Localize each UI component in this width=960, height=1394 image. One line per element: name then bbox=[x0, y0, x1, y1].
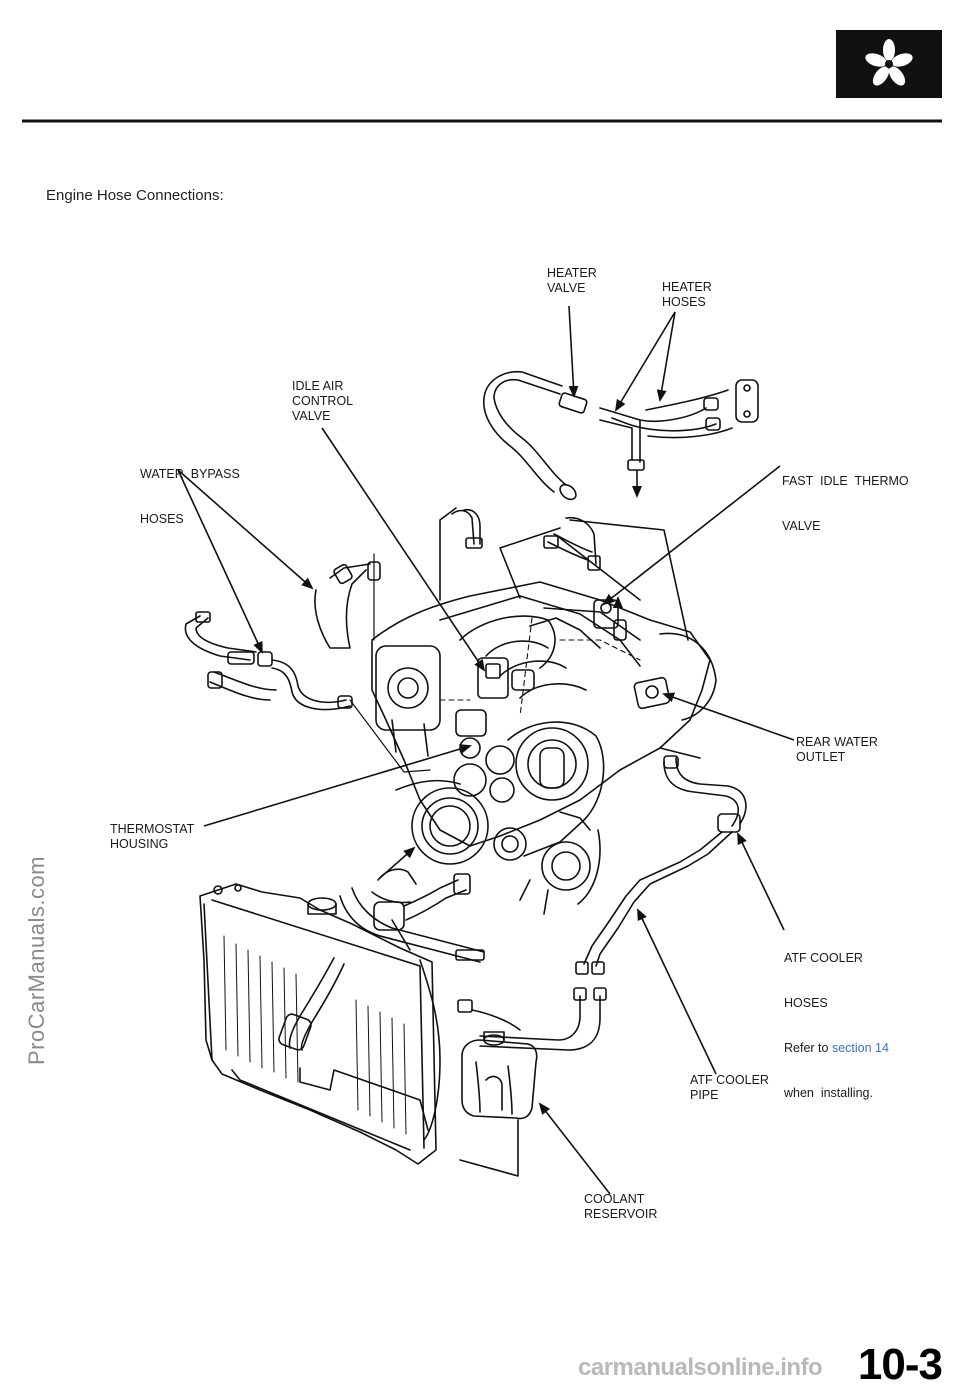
atf-cooler-drawing bbox=[457, 755, 747, 1051]
label-atf-cooler-hoses: ATF COOLER HOSES Refer to section 14 whe… bbox=[784, 921, 889, 1116]
leader-coolant-reservoir bbox=[538, 1102, 611, 1195]
label-water-bypass-hoses: WATER BYPASS HOSES bbox=[140, 437, 240, 542]
label-iacv-line2: CONTROL bbox=[292, 394, 354, 408]
label-coolant-reservoir: COOLANT RESERVOIR bbox=[584, 1192, 657, 1222]
leader-bypass-hose-1 bbox=[177, 469, 314, 590]
leader-bypass-hose-2 bbox=[177, 469, 263, 654]
label-atfh-line1: ATF COOLER bbox=[784, 951, 863, 965]
small-hoses-drawing bbox=[451, 508, 601, 571]
label-iacv-line3: VALVE bbox=[292, 409, 331, 423]
leader-heater-hose-2 bbox=[656, 311, 676, 402]
label-rwo-line2: OUTLET bbox=[796, 750, 846, 764]
label-fast-idle-thermo-valve: FAST IDLE THERMO VALVE bbox=[782, 444, 909, 549]
label-bypass-line1: WATER BYPASS bbox=[140, 467, 240, 481]
label-th-line1: THERMOSTAT bbox=[110, 822, 195, 836]
label-idle-air-control-valve: IDLE AIR CONTROL VALVE bbox=[292, 379, 353, 424]
leader-heater-valve bbox=[568, 305, 579, 398]
leader-atf-cooler-hoses bbox=[737, 832, 785, 931]
label-heater-hoses-line2: HOSES bbox=[662, 295, 706, 309]
section-badge bbox=[836, 30, 942, 98]
section-14-link[interactable]: section 14 bbox=[831, 1041, 889, 1055]
side-watermark: ProCarManuals.com bbox=[24, 855, 49, 1065]
label-heater-valve-line2: VALVE bbox=[547, 281, 586, 295]
leader-idle-air-control-valve bbox=[321, 427, 486, 672]
radiator-drawing bbox=[199, 868, 485, 1165]
label-th-line2: HOUSING bbox=[110, 837, 169, 851]
page-number: 10-3 bbox=[857, 1340, 943, 1389]
arrow-thermostat-hose bbox=[379, 846, 416, 879]
label-atfp-line1: ATF COOLER bbox=[690, 1073, 769, 1087]
leader-fast-idle-thermo-valve bbox=[602, 465, 781, 606]
label-iacv-line1: IDLE AIR bbox=[292, 379, 344, 393]
label-atfh-line4: when installing. bbox=[784, 1086, 873, 1100]
label-heater-hoses: HEATER HOSES bbox=[662, 280, 712, 310]
water-bypass-hoses-drawing bbox=[184, 561, 381, 711]
leader-heater-hose-1 bbox=[614, 311, 676, 412]
label-fitv-line1: FAST IDLE THERMO bbox=[782, 474, 909, 488]
label-cr-line1: COOLANT bbox=[584, 1192, 645, 1206]
label-rear-water-outlet: REAR WATER OUTLET bbox=[796, 735, 878, 765]
coolant-reservoir-drawing bbox=[459, 1031, 538, 1177]
label-cr-line2: RESERVOIR bbox=[584, 1207, 658, 1221]
label-atfp-line2: PIPE bbox=[690, 1088, 719, 1102]
page-title: Engine Hose Connections: bbox=[46, 187, 224, 204]
label-heater-valve: HEATER VALVE bbox=[547, 266, 597, 296]
leader-atf-cooler-pipe bbox=[637, 908, 717, 1075]
label-bypass-line2: HOSES bbox=[140, 512, 184, 526]
label-atf-cooler-pipe: ATF COOLER PIPE bbox=[690, 1073, 769, 1103]
label-atfh-line2: HOSES bbox=[784, 996, 828, 1010]
label-thermostat-housing: THERMOSTAT HOUSING bbox=[110, 822, 194, 852]
footer-watermark: carmanualsonline.info bbox=[578, 1354, 823, 1381]
label-heater-valve-line1: HEATER bbox=[547, 266, 597, 280]
label-fitv-line2: VALVE bbox=[782, 519, 821, 533]
label-atfh-line3: Refer to section 14 bbox=[784, 1041, 889, 1056]
label-heater-hoses-line1: HEATER bbox=[662, 280, 712, 294]
refer-prefix: Refer to bbox=[784, 1041, 829, 1055]
leader-rear-water-outlet bbox=[662, 692, 795, 741]
heater-hoses-drawing bbox=[483, 371, 759, 501]
engine-drawing bbox=[349, 507, 717, 915]
label-rwo-line1: REAR WATER bbox=[796, 735, 878, 749]
leader-thermostat-housing bbox=[203, 744, 472, 827]
spark-plug-wire-icon bbox=[865, 39, 913, 86]
